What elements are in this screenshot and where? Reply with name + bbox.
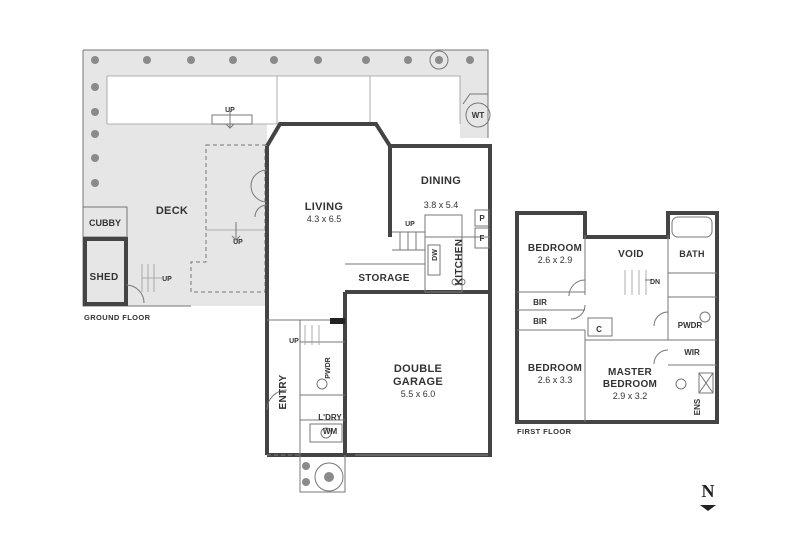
void-dn-label: DN <box>650 279 660 286</box>
master-label-2: BEDROOM <box>603 379 657 390</box>
wm-label: WM <box>323 427 338 436</box>
wt-label: WT <box>472 111 485 120</box>
kitchen-label: KITCHEN <box>454 239 465 286</box>
deck-step-top <box>211 114 253 125</box>
deck-right-strip <box>460 76 488 138</box>
ldry-label: L'DRY <box>318 413 342 422</box>
deck-top-strip <box>83 50 488 76</box>
wir-label: WIR <box>684 348 700 357</box>
first-floor-caption: FIRST FLOOR <box>517 427 572 436</box>
kitchen-up-label: UP <box>405 221 415 228</box>
cupboard-label: C <box>596 325 602 334</box>
first-floor-stair <box>624 270 647 295</box>
north-label: N <box>702 481 715 501</box>
dw-label: DW <box>432 249 439 261</box>
deck-label: DECK <box>156 205 188 217</box>
pergola-up-label: UP <box>233 239 243 246</box>
perimeter-trees <box>91 50 474 187</box>
north-arrow: N <box>700 481 716 511</box>
first-floor-exterior-walls <box>515 211 719 424</box>
pwdr-label: PWDR <box>325 357 332 378</box>
shed-label: SHED <box>90 272 119 283</box>
north-arrow-icon <box>700 505 716 511</box>
garage-label-2: GARAGE <box>393 376 443 388</box>
dining-dim: 3.8 x 5.4 <box>424 200 459 210</box>
bir1-label: BIR <box>533 298 547 307</box>
bir2-label: BIR <box>533 317 547 326</box>
shed-walls <box>83 237 128 306</box>
living-label: LIVING <box>305 201 343 213</box>
bath-label: BATH <box>679 249 705 259</box>
water-tank <box>465 102 491 128</box>
deck-grid <box>106 75 461 125</box>
garage-label: DOUBLE <box>394 363 442 375</box>
entry-up-label: UP <box>289 338 299 345</box>
bathtub <box>671 216 713 238</box>
deck-up-label: UP <box>225 107 235 114</box>
master-dim: 2.9 x 3.2 <box>613 391 648 401</box>
living-dim: 4.3 x 6.5 <box>307 214 342 224</box>
ground-floor-plan <box>82 49 492 493</box>
void-label: VOID <box>618 249 644 260</box>
ground-floor-caption: GROUND FLOOR <box>84 313 151 322</box>
master-label: MASTER <box>608 367 652 378</box>
first-floor-plan <box>515 211 719 424</box>
bedroom2-label: BEDROOM <box>528 363 582 374</box>
fridge-label: F <box>480 234 485 243</box>
entry-label: ENTRY <box>278 374 289 409</box>
front-tree <box>314 462 344 492</box>
dining-label: DINING <box>421 175 461 187</box>
ens-label: ENS <box>693 398 702 415</box>
house-interior-walls <box>343 146 490 455</box>
pergola-outline <box>190 144 266 293</box>
first-pwdr-label: PWDR <box>678 321 703 330</box>
kitchen-bench <box>424 214 463 293</box>
storage-label: STORAGE <box>358 273 409 284</box>
bedroom1-dim: 2.6 x 2.9 <box>538 255 573 265</box>
kitchen-stair <box>392 231 426 251</box>
bedroom1-label: BEDROOM <box>528 243 582 254</box>
cubby-label: CUBBY <box>89 218 121 228</box>
water-tank-outline <box>462 93 488 105</box>
shed-up-label: UP <box>162 276 172 283</box>
labels: LIVING 4.3 x 6.5 DINING 3.8 x 5.4 DECK C… <box>84 107 705 436</box>
garage-dim: 5.5 x 6.0 <box>401 389 436 399</box>
deck-step <box>191 292 267 306</box>
bedroom2-dim: 2.6 x 3.3 <box>538 375 573 385</box>
deck-area <box>107 124 267 306</box>
pantry-label: P <box>479 214 485 223</box>
